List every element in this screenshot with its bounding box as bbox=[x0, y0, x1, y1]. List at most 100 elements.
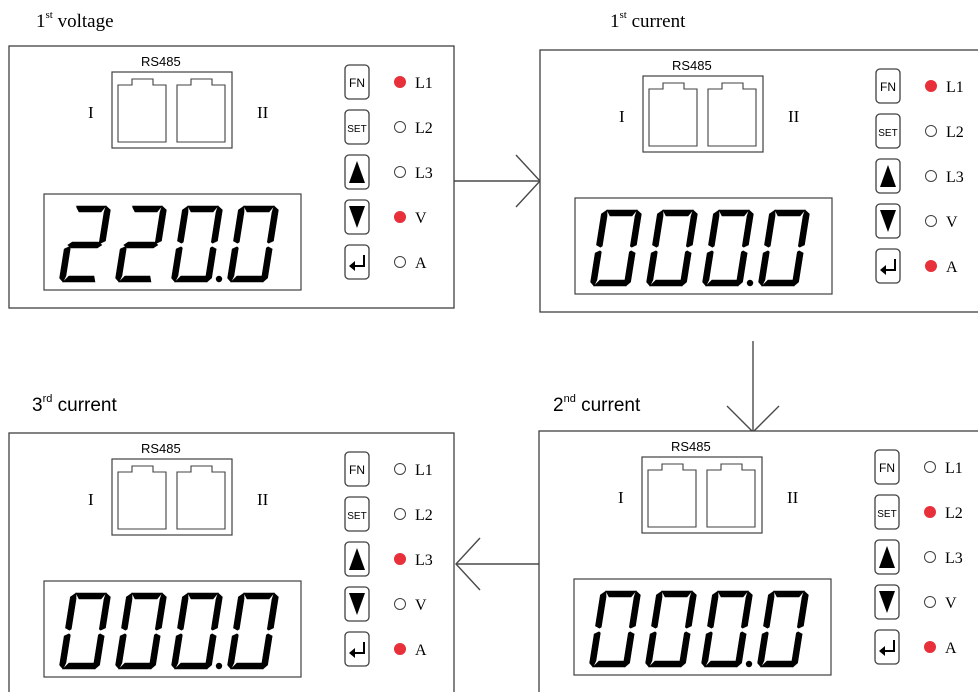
enter-arrow-icon bbox=[879, 640, 895, 656]
seven-segment-readout bbox=[59, 205, 279, 283]
decimal-point bbox=[215, 275, 223, 283]
indicator-label-l2: L2 bbox=[415, 120, 433, 137]
display-digit-1 bbox=[59, 592, 111, 670]
led-l1 bbox=[394, 76, 406, 88]
fn-button[interactable]: FN bbox=[344, 64, 370, 100]
led-v bbox=[394, 598, 406, 610]
indicator-label-v: V bbox=[946, 214, 958, 231]
enter-button[interactable] bbox=[344, 631, 370, 667]
indicator-label-l2: L2 bbox=[415, 507, 433, 524]
enter-arrow-icon bbox=[349, 642, 365, 658]
up-button[interactable] bbox=[344, 541, 370, 577]
led-l1 bbox=[924, 461, 936, 473]
indicator-label-l2: L2 bbox=[946, 124, 964, 141]
display-digit-2 bbox=[115, 205, 167, 283]
down-triangle-icon bbox=[879, 591, 895, 613]
port-label-ii: II bbox=[257, 490, 269, 509]
enter-button[interactable] bbox=[344, 244, 370, 280]
enter-button[interactable] bbox=[874, 629, 900, 665]
button-label: SET bbox=[877, 509, 896, 520]
display-digit-4 bbox=[757, 590, 809, 668]
fn-button[interactable]: FN bbox=[874, 449, 900, 485]
led-l3 bbox=[925, 170, 937, 182]
led-l2 bbox=[394, 508, 406, 520]
display-digit-3 bbox=[171, 592, 223, 670]
down-button[interactable] bbox=[344, 199, 370, 235]
button-label: FN bbox=[349, 76, 365, 90]
down-button[interactable] bbox=[344, 586, 370, 622]
up-button[interactable] bbox=[875, 158, 901, 194]
set-button[interactable]: SET bbox=[344, 109, 370, 145]
rs485-port-ii bbox=[176, 78, 226, 143]
port-label-ii: II bbox=[787, 488, 799, 507]
button-label: SET bbox=[347, 511, 366, 522]
down-button[interactable] bbox=[874, 584, 900, 620]
led-l2 bbox=[925, 125, 937, 137]
caption-2nd-current: 2nd current bbox=[553, 393, 641, 416]
indicator-label-l3: L3 bbox=[945, 550, 963, 567]
led-a bbox=[925, 260, 937, 272]
display-digit-2 bbox=[115, 592, 167, 670]
led-v bbox=[925, 215, 937, 227]
indicator-label-l1: L1 bbox=[415, 75, 433, 92]
rs485-label: RS485 bbox=[141, 54, 181, 69]
down-triangle-icon bbox=[349, 206, 365, 228]
decimal-point bbox=[215, 662, 223, 670]
enter-button[interactable] bbox=[875, 248, 901, 284]
button-label: SET bbox=[878, 128, 897, 139]
enter-arrow-icon bbox=[880, 259, 896, 275]
arrow-1-to-2 bbox=[453, 154, 541, 208]
rs485-label: RS485 bbox=[672, 58, 712, 73]
display-digit-3 bbox=[701, 590, 753, 668]
display-digit-1 bbox=[589, 590, 641, 668]
indicator-label-v: V bbox=[415, 597, 427, 614]
seven-segment-readout bbox=[589, 590, 809, 668]
indicator-label-v: V bbox=[415, 210, 427, 227]
up-button[interactable] bbox=[874, 539, 900, 575]
set-button[interactable]: SET bbox=[344, 496, 370, 532]
display-digit-4 bbox=[758, 209, 810, 287]
button-label: SET bbox=[347, 124, 366, 135]
caption-1st-current: 1st current bbox=[610, 9, 686, 32]
rs485-port-i bbox=[117, 78, 167, 143]
display-digit-4 bbox=[227, 205, 279, 283]
enter-arrow-icon bbox=[349, 255, 365, 271]
indicator-label-a: A bbox=[415, 255, 427, 272]
up-button[interactable] bbox=[344, 154, 370, 190]
indicator-label-v: V bbox=[945, 595, 957, 612]
rs485-port-i bbox=[647, 463, 697, 528]
led-l3 bbox=[394, 166, 406, 178]
down-triangle-icon bbox=[349, 593, 365, 615]
button-label: FN bbox=[349, 463, 365, 477]
rs485-label: RS485 bbox=[141, 441, 181, 456]
down-button[interactable] bbox=[875, 203, 901, 239]
arrow-3-to-4 bbox=[455, 537, 540, 591]
down-triangle-icon bbox=[880, 210, 896, 232]
port-label-ii: II bbox=[257, 103, 269, 122]
display-digit-1 bbox=[590, 209, 642, 287]
set-button[interactable]: SET bbox=[875, 113, 901, 149]
button-label: FN bbox=[879, 461, 895, 475]
rs485-label: RS485 bbox=[671, 439, 711, 454]
fn-button[interactable]: FN bbox=[875, 68, 901, 104]
rs485-port-ii bbox=[176, 465, 226, 530]
led-l2 bbox=[394, 121, 406, 133]
indicator-label-a: A bbox=[415, 642, 427, 659]
fn-button[interactable]: FN bbox=[344, 451, 370, 487]
indicator-label-a: A bbox=[945, 640, 957, 657]
led-v bbox=[394, 211, 406, 223]
led-l1 bbox=[925, 80, 937, 92]
set-button[interactable]: SET bbox=[874, 494, 900, 530]
seven-segment-readout bbox=[590, 209, 810, 287]
display-digit-3 bbox=[702, 209, 754, 287]
up-triangle-icon bbox=[880, 165, 896, 187]
port-label-i: I bbox=[88, 103, 94, 122]
rs485-port-i bbox=[117, 465, 167, 530]
up-triangle-icon bbox=[879, 546, 895, 568]
led-a bbox=[924, 641, 936, 653]
button-label: FN bbox=[880, 80, 896, 94]
